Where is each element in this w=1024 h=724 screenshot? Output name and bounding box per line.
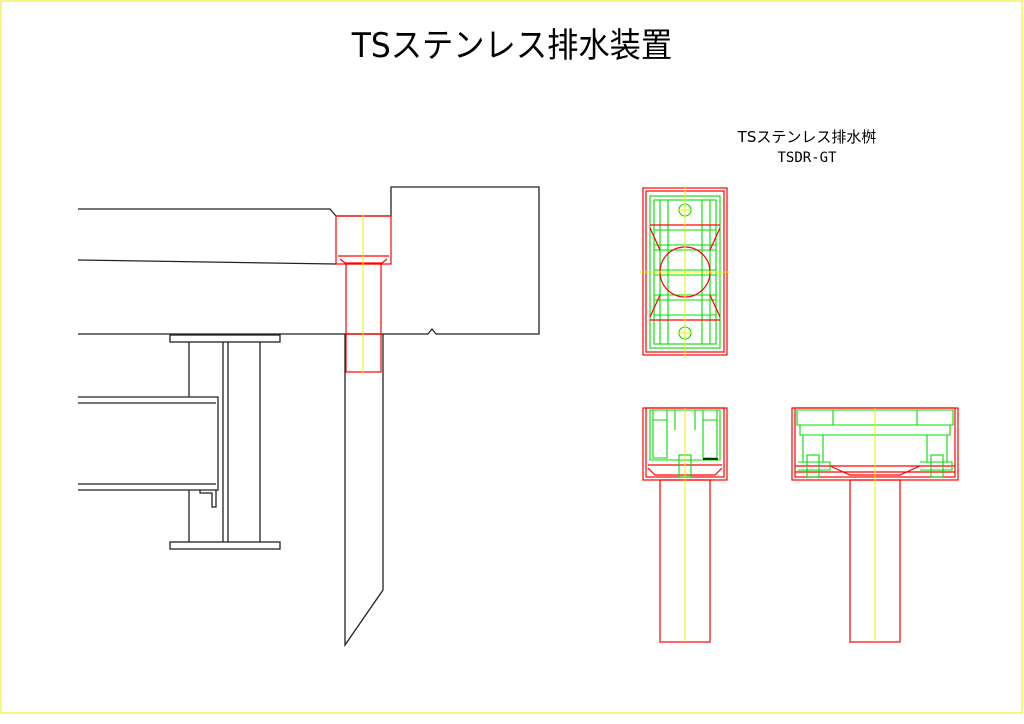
- side-elevation: [791, 407, 959, 643]
- page-title: TSステンレス排水装置: [351, 26, 673, 66]
- front-elevation: [642, 407, 728, 643]
- product-model: TSDR-GT: [777, 150, 837, 166]
- section-view: [77, 186, 540, 648]
- deck-slab: [78, 186, 540, 335]
- drain-pipe-outlet: [344, 334, 384, 648]
- product-name: TSステンレス排水桝: [737, 128, 877, 146]
- slab-line: [77, 259, 337, 265]
- steel-girder: [78, 334, 281, 550]
- plan-view: [640, 186, 730, 358]
